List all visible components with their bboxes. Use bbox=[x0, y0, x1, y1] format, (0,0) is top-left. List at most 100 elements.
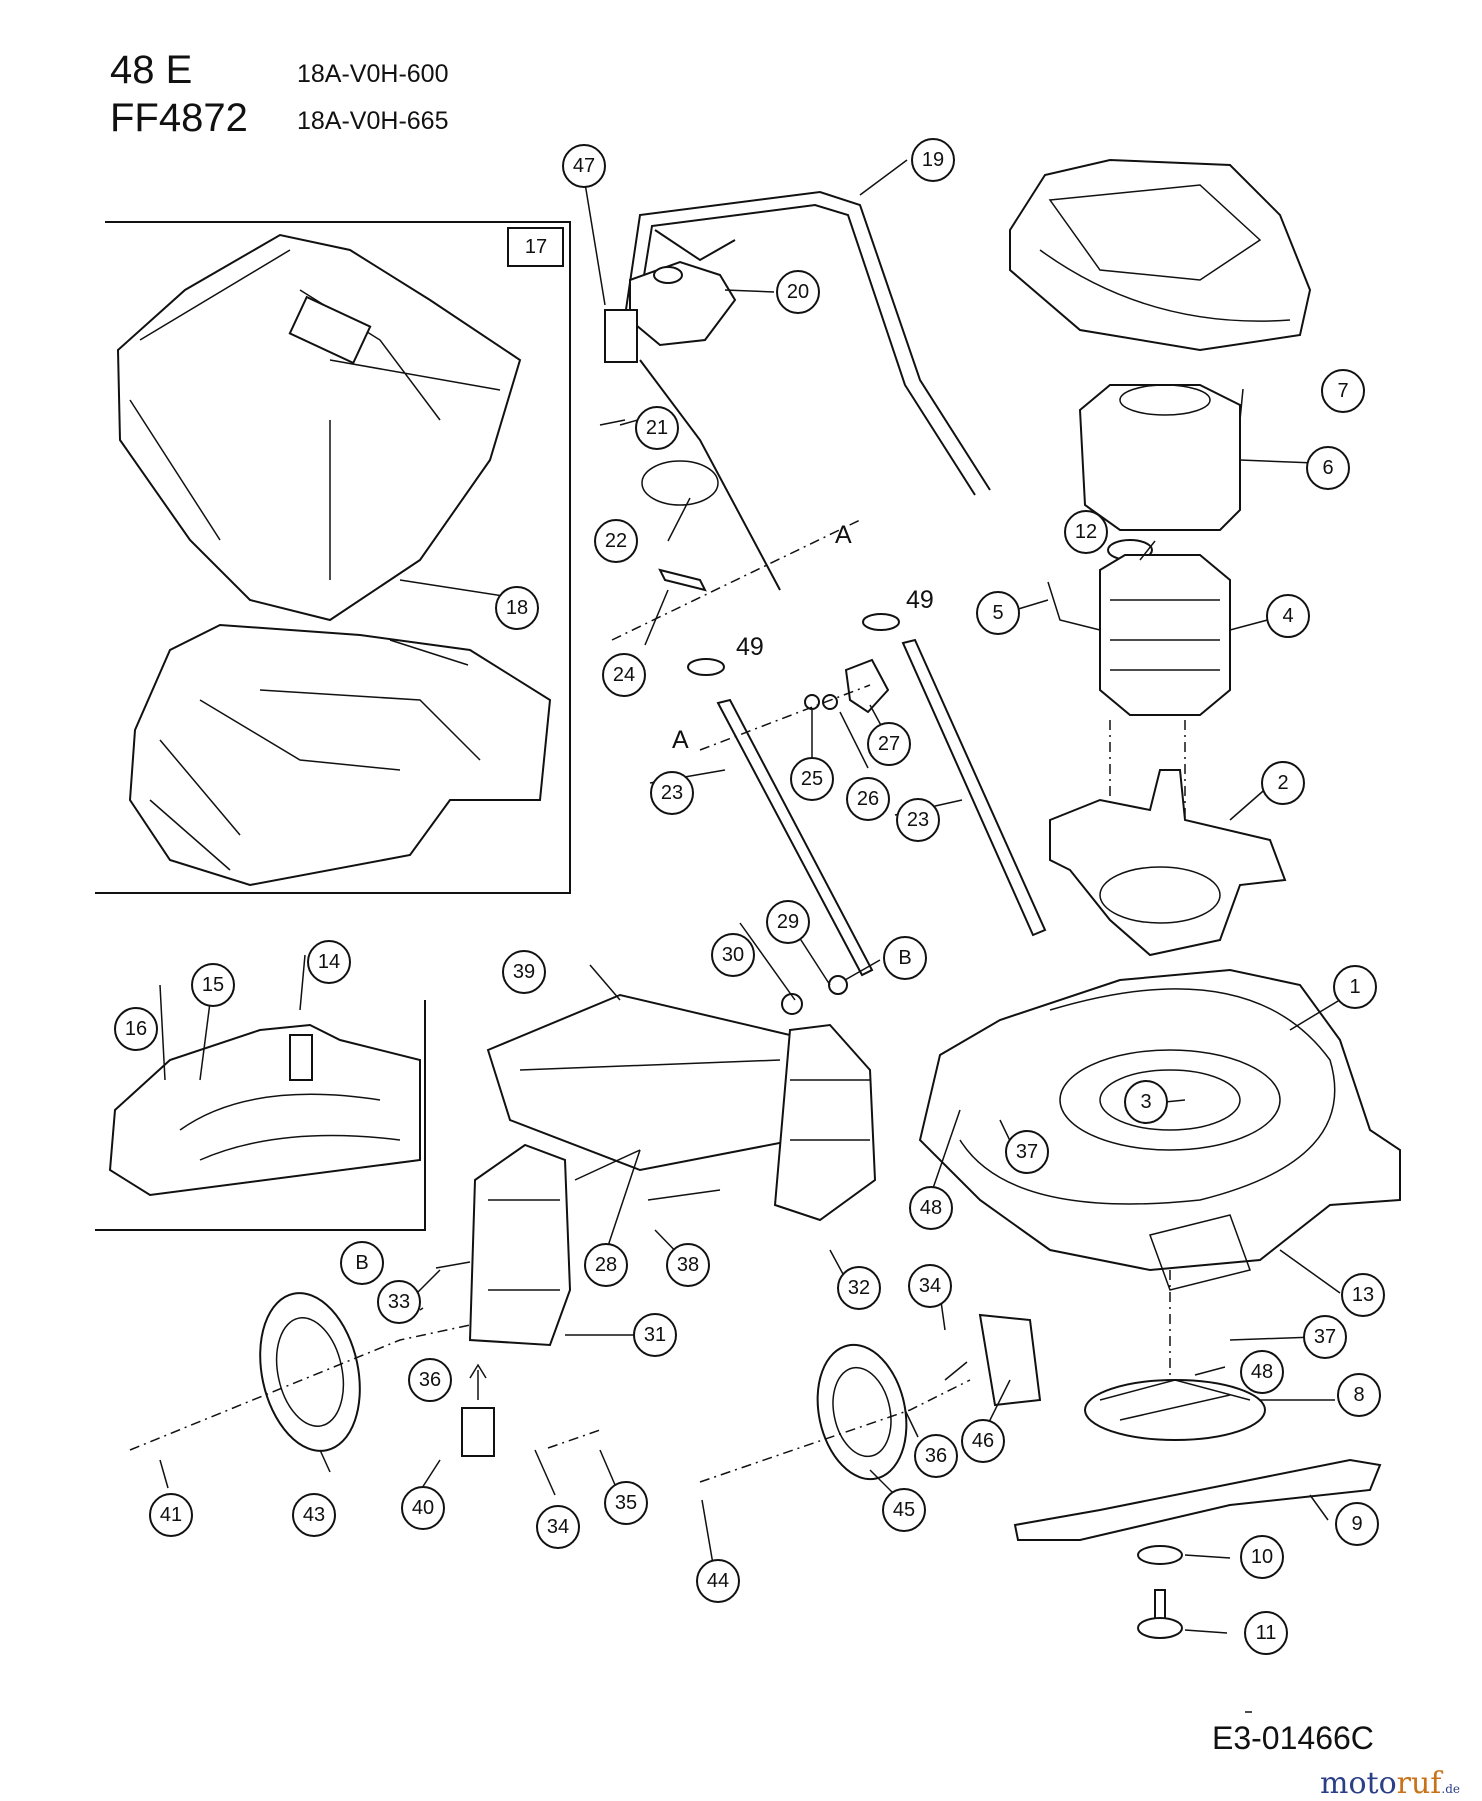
callout-6: 6 bbox=[1306, 446, 1350, 490]
svg-text:30: 30 bbox=[722, 944, 744, 966]
svg-text:37: 37 bbox=[1016, 1141, 1038, 1163]
deck-detail-inset bbox=[95, 1000, 426, 1231]
rear-housing-left bbox=[468, 1143, 721, 1347]
svg-text:B: B bbox=[898, 947, 911, 969]
callout-1: 1 bbox=[1333, 965, 1377, 1009]
svg-text:16: 16 bbox=[125, 1018, 147, 1040]
svg-text:41: 41 bbox=[160, 1504, 182, 1526]
cutter-blade bbox=[1013, 1458, 1382, 1541]
svg-text:10: 10 bbox=[1251, 1546, 1273, 1568]
height-adjuster-block bbox=[461, 1407, 495, 1457]
grass-bag-bottom-part bbox=[128, 623, 552, 887]
watermark-part2: ruf bbox=[1396, 1766, 1442, 1801]
washer-29 bbox=[828, 975, 848, 995]
front-axle-line bbox=[699, 1379, 971, 1483]
callout-8: 8 bbox=[1337, 1373, 1381, 1417]
callout-b: B bbox=[340, 1241, 384, 1285]
svg-text:28: 28 bbox=[595, 1254, 617, 1276]
callout-b: B bbox=[883, 936, 927, 980]
rear-wheel bbox=[259, 1292, 361, 1452]
front-wheel bbox=[816, 1343, 908, 1481]
watermark-logo: motoruf.de bbox=[1320, 1766, 1460, 1801]
svg-text:20: 20 bbox=[787, 281, 809, 303]
callout-47: 47 bbox=[562, 144, 606, 188]
svg-text:18: 18 bbox=[506, 597, 528, 619]
callout-17: 17 bbox=[525, 236, 547, 258]
nut-30 bbox=[781, 993, 803, 1015]
callout-33: 33 bbox=[377, 1280, 421, 1324]
model-number: 48 E bbox=[110, 48, 193, 92]
svg-text:48: 48 bbox=[920, 1197, 942, 1219]
svg-text:32: 32 bbox=[848, 1277, 870, 1299]
svg-text:31: 31 bbox=[644, 1324, 666, 1346]
bolt-34-line bbox=[547, 1429, 601, 1449]
bolt-24 bbox=[658, 568, 707, 592]
part-code-1: 18A-V0H-600 bbox=[297, 60, 449, 88]
svg-text:35: 35 bbox=[615, 1492, 637, 1514]
axis-a-lower bbox=[699, 684, 871, 751]
callout-35: 35 bbox=[604, 1481, 648, 1525]
rear-axle-line bbox=[129, 1324, 471, 1451]
marker-49: 49 bbox=[736, 633, 764, 661]
svg-text:21: 21 bbox=[646, 417, 668, 439]
svg-text:34: 34 bbox=[547, 1516, 569, 1538]
callout-23: 23 bbox=[896, 798, 940, 842]
callout-45: 45 bbox=[882, 1488, 926, 1532]
callout-15: 15 bbox=[191, 963, 235, 1007]
callout-29: 29 bbox=[766, 900, 810, 944]
callout-9: 9 bbox=[1335, 1502, 1379, 1546]
callout-30: 30 bbox=[711, 933, 755, 977]
callout-3: 3 bbox=[1124, 1080, 1168, 1124]
motor-cover bbox=[1078, 384, 1241, 531]
svg-text:B: B bbox=[355, 1252, 368, 1274]
svg-text:27: 27 bbox=[878, 733, 900, 755]
spacer-49-b bbox=[862, 613, 900, 631]
callout-21: 21 bbox=[635, 406, 679, 450]
callout-34: 34 bbox=[908, 1264, 952, 1308]
motor bbox=[1047, 539, 1231, 716]
callout-28: 28 bbox=[584, 1243, 628, 1287]
callout-2: 2 bbox=[1261, 761, 1305, 805]
cable-clip bbox=[641, 460, 719, 506]
callout-27: 27 bbox=[867, 722, 911, 766]
rear-housing-right bbox=[773, 1023, 877, 1222]
callout-37: 37 bbox=[1005, 1130, 1049, 1174]
svg-text:9: 9 bbox=[1351, 1513, 1362, 1535]
svg-text:38: 38 bbox=[677, 1254, 699, 1276]
washer-25 bbox=[804, 694, 820, 710]
svg-text:17: 17 bbox=[525, 236, 547, 258]
callout-26: 26 bbox=[846, 777, 890, 821]
axis-a bbox=[611, 519, 861, 641]
grass-deflector bbox=[486, 993, 797, 1172]
svg-text:6: 6 bbox=[1322, 457, 1333, 479]
svg-text:13: 13 bbox=[1352, 1284, 1374, 1306]
callout-43: 43 bbox=[292, 1493, 336, 1537]
callout-12: 12 bbox=[1064, 510, 1108, 554]
svg-text:4: 4 bbox=[1282, 605, 1293, 627]
svg-text:26: 26 bbox=[857, 788, 879, 810]
callout-36: 36 bbox=[914, 1434, 958, 1478]
svg-text:1: 1 bbox=[1349, 976, 1360, 998]
svg-text:40: 40 bbox=[412, 1497, 434, 1519]
svg-text:2: 2 bbox=[1277, 772, 1288, 794]
callout-5: 5 bbox=[976, 591, 1020, 635]
svg-text:12: 12 bbox=[1075, 521, 1097, 543]
callout-7: 7 bbox=[1321, 369, 1365, 413]
svg-text:44: 44 bbox=[707, 1570, 729, 1592]
svg-text:47: 47 bbox=[573, 155, 595, 177]
callout-38: 38 bbox=[666, 1243, 710, 1287]
callout-19: 19 bbox=[911, 138, 955, 182]
upper-handle bbox=[619, 190, 991, 591]
callout-24: 24 bbox=[602, 653, 646, 697]
svg-text:29: 29 bbox=[777, 911, 799, 933]
svg-text:45: 45 bbox=[893, 1499, 915, 1521]
svg-text:37: 37 bbox=[1314, 1326, 1336, 1348]
callout-16: 16 bbox=[114, 1007, 158, 1051]
callout-10: 10 bbox=[1240, 1535, 1284, 1579]
svg-text:24: 24 bbox=[613, 664, 635, 686]
callout-32: 32 bbox=[837, 1266, 881, 1310]
svg-text:23: 23 bbox=[907, 809, 929, 831]
switch-box bbox=[629, 260, 737, 347]
svg-text:22: 22 bbox=[605, 530, 627, 552]
grass-bag-top-part bbox=[116, 233, 522, 622]
